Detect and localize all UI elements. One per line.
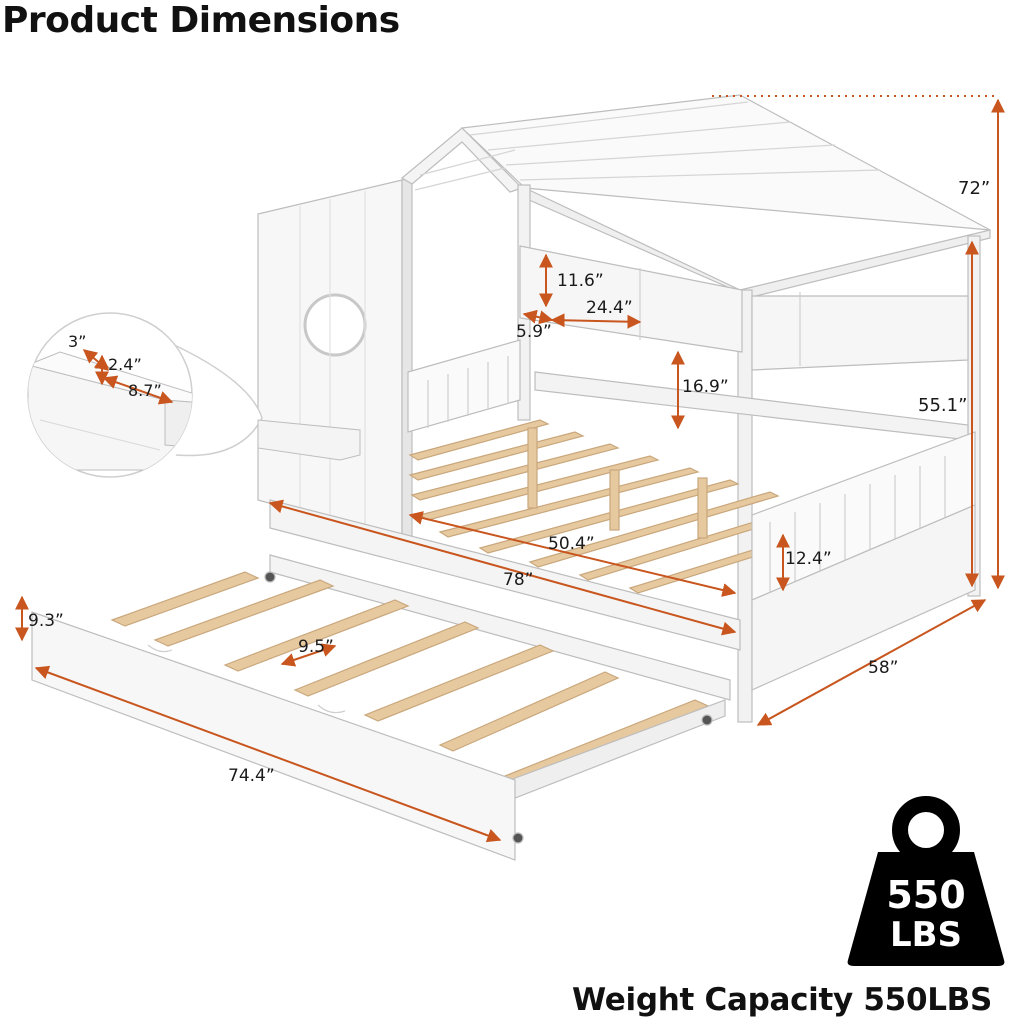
label-guardrail-height: 12.4”	[785, 549, 832, 569]
weight-icon	[847, 796, 1005, 966]
caster-1	[264, 571, 276, 583]
label-overall-length: 78”	[503, 570, 534, 590]
label-inner-width: 50.4”	[548, 534, 595, 554]
slat-leg-3	[697, 477, 708, 539]
dim-line-small-shelf-width	[102, 375, 174, 405]
label-trundle-height: 9.3”	[28, 611, 64, 631]
round-window	[303, 293, 367, 357]
label-overall-height: 72”	[958, 178, 991, 199]
dim-line-slat-spacing	[280, 643, 337, 667]
slat-leg-2	[609, 469, 620, 531]
left-guardrail	[407, 339, 521, 433]
zoom-detail	[27, 312, 361, 478]
weight-capacity-caption: Weight Capacity 550LBS	[572, 982, 993, 1018]
page-title: Product Dimensions	[2, 0, 400, 41]
trundle-side-right	[509, 699, 726, 801]
label-overall-width: 58”	[868, 658, 899, 678]
slat-leg-1	[527, 427, 538, 509]
roof-beam-far	[738, 229, 991, 299]
left-panel-side	[401, 177, 413, 545]
label-small-shelf-height: 3”	[68, 332, 87, 351]
label-trundle-length: 74.4”	[228, 766, 275, 786]
weight-number: 550	[886, 873, 966, 917]
label-side-rail-height: 55.1”	[918, 395, 968, 416]
weight-unit: LBS	[889, 915, 963, 955]
dim-line-overall-length	[268, 499, 737, 636]
caster-2	[701, 714, 713, 726]
back-shelf	[751, 295, 969, 371]
small-shelf	[257, 419, 361, 461]
dim-line-trundle-length	[34, 665, 502, 843]
label-small-shelf-depth: 2.4”	[108, 355, 142, 374]
dimension-lines	[15, 95, 1005, 843]
label-shelf-height: 11.6”	[557, 271, 604, 291]
dim-line-shelf-depth	[522, 309, 554, 325]
house-bed-illustration	[257, 94, 991, 723]
label-small-shelf-width: 8.7”	[128, 381, 162, 400]
dim-line-overall-width	[756, 599, 987, 726]
caster-3	[512, 832, 524, 844]
label-shelf-depth: 5.9”	[516, 322, 552, 342]
label-headboard-gap: 16.9”	[682, 377, 729, 397]
label-slat-spacing: 9.5”	[298, 637, 334, 657]
zoom-connector	[167, 341, 263, 457]
dim-line-shelf-width	[550, 313, 642, 329]
label-shelf-width: 24.4”	[586, 298, 633, 318]
